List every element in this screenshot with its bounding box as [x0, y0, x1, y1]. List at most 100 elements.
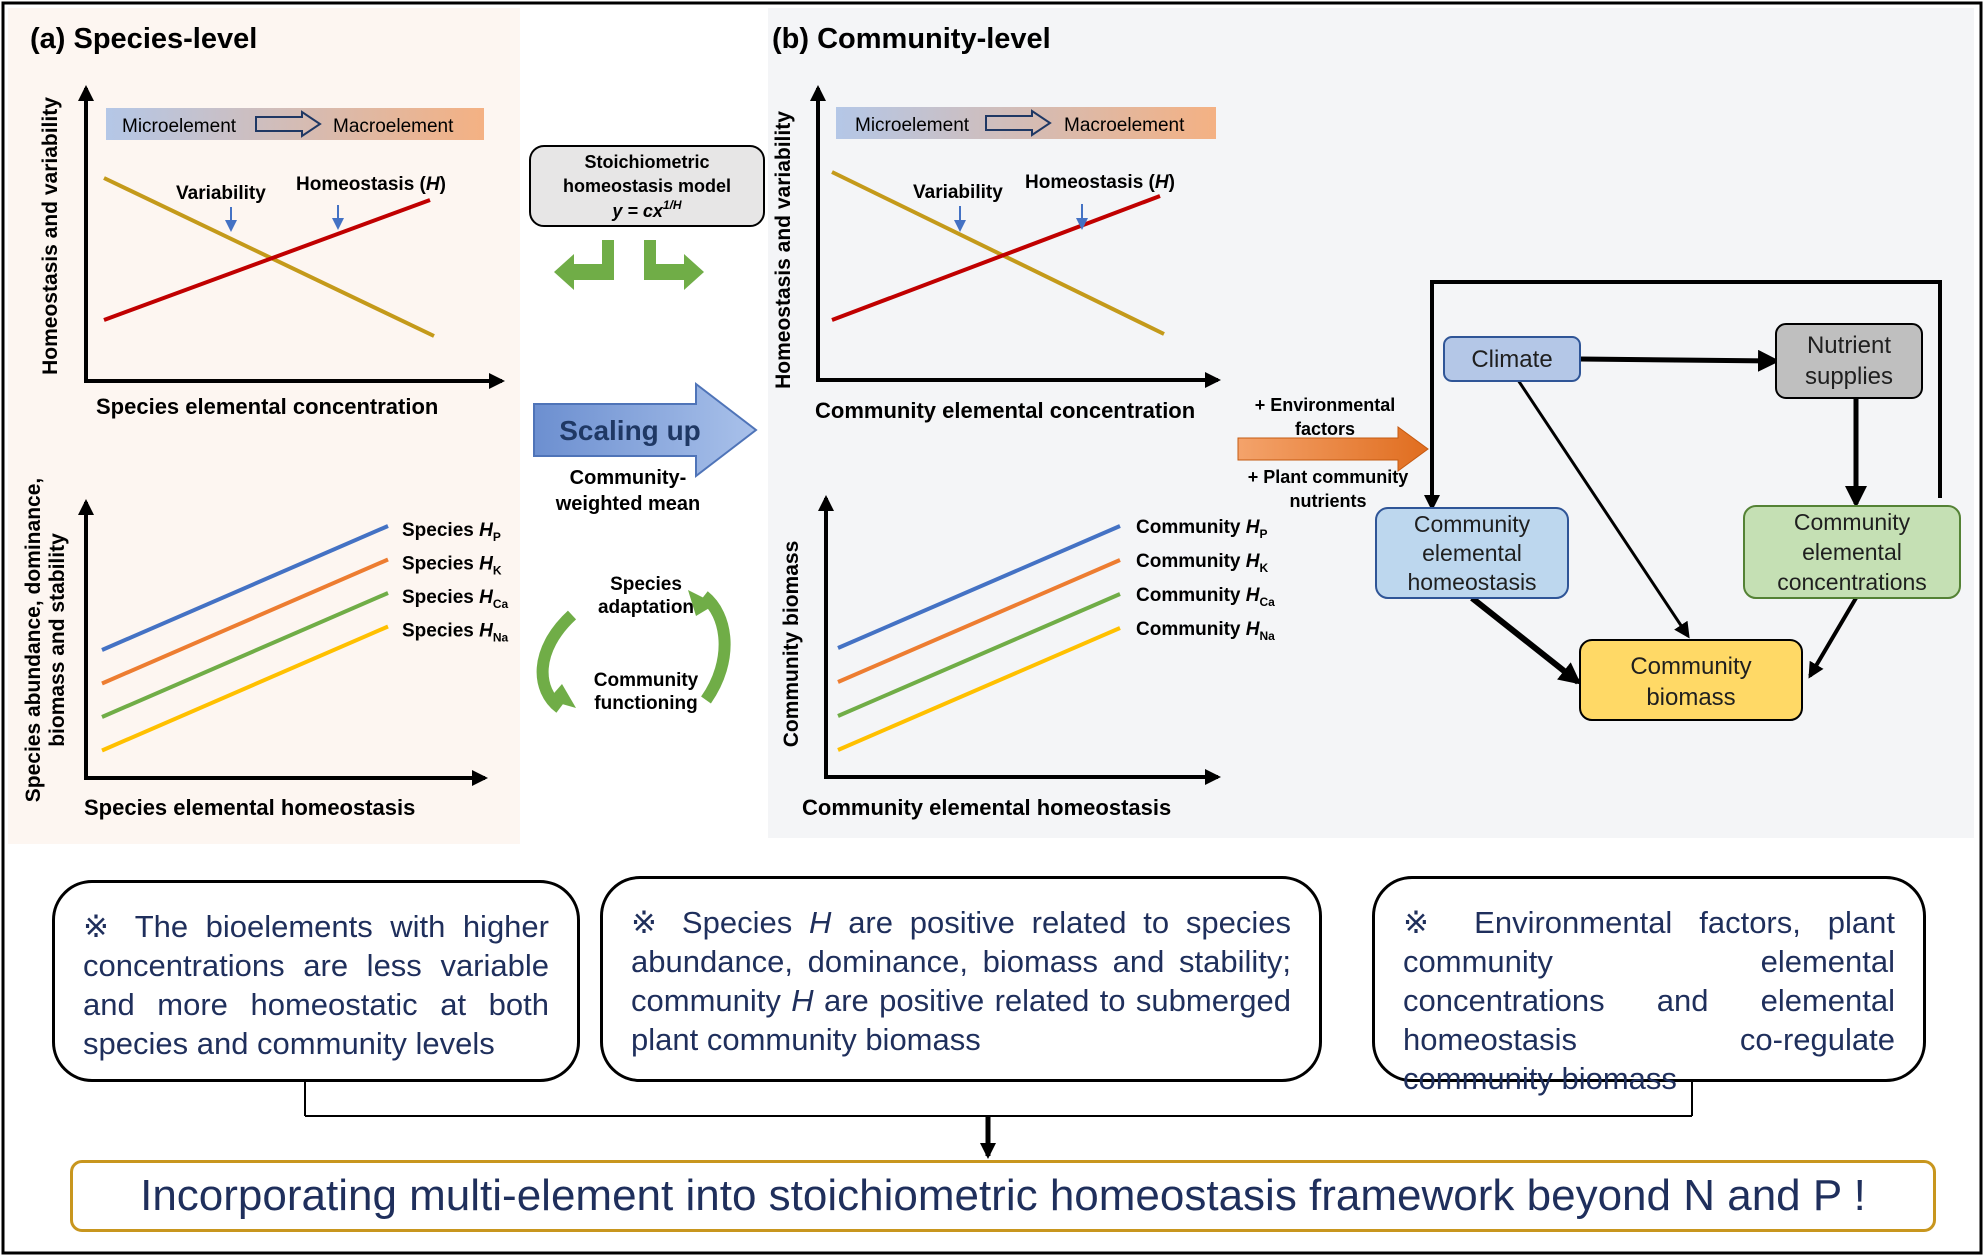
feedback-connector [1424, 280, 1942, 511]
plant-nutrients-line1: + Plant community [1248, 467, 1409, 487]
gradient-arrow-icon [985, 109, 1052, 137]
series-label-p: Community HP [1136, 517, 1268, 541]
concentration-box-line1: Community [1794, 509, 1911, 535]
cycle-right-arrowhead-icon [688, 590, 716, 616]
climate-to-nutrient-arrow [1579, 349, 1780, 372]
homeostasis-label: Homeostasis (H) [1025, 172, 1175, 193]
species-variability-chart: Homeostasis and variability Species elem… [39, 85, 505, 419]
series-line-k [837, 558, 1121, 684]
homeostasis-box-line2: elemental [1422, 540, 1522, 566]
biomass-line1: Community [1630, 653, 1751, 680]
cycle-bottom-line1: Community [594, 670, 699, 691]
biomass-line2: biomass [1646, 684, 1735, 711]
note-species-community-levels: ※ The bioelements with higher concentrat… [52, 880, 580, 1082]
community-variability-chart: Homeostasis and variability Community el… [772, 85, 1221, 423]
community-series-group: Community HP Community HK Community HCaCom… [837, 517, 1275, 752]
flow-connectors [1424, 280, 1942, 685]
note-homeostasis-relations: ※ Species H are positive related to spec… [600, 876, 1322, 1082]
climate-box: Climate [1443, 336, 1581, 382]
gradient-right-label: Macroelement [333, 116, 454, 137]
notes-connector [304, 1082, 1693, 1159]
model-box: Stoichiometric homeostasis model y = cx1… [529, 145, 765, 227]
species-homeostasis-chart: Species abundance, dominance, biomass an… [22, 478, 509, 820]
series-line-p [101, 524, 389, 652]
homeostasis-to-biomass-arrow [1470, 595, 1582, 685]
series-label-ca: Species HCa [402, 587, 509, 611]
gradient-left-label: Microelement [122, 116, 237, 137]
concentration-box-line2: elemental [1802, 539, 1902, 565]
series-line-p [837, 524, 1121, 650]
variability-line [831, 170, 1165, 336]
series-label-p: Species HP [402, 520, 501, 544]
x-axis-label: Species elemental concentration [96, 394, 438, 419]
cycle-left-arrowhead-icon [548, 684, 576, 708]
homeostasis-line [831, 194, 1161, 322]
environment-arrow-icon [1237, 426, 1429, 472]
homeostasis-line [103, 198, 431, 322]
elemental-concentrations-box: Community elemental concentrations [1743, 505, 1961, 599]
homeostasis-label: Homeostasis (H) [296, 174, 446, 195]
series-label-k: Species HK [402, 554, 502, 578]
nutrient-line1: Nutrient [1807, 332, 1891, 359]
conclusion-banner: Incorporating multi-element into stoichi… [70, 1160, 1936, 1232]
scaling-up-arrow-icon [533, 381, 758, 479]
variability-label: Variability [176, 183, 266, 204]
elemental-homeostasis-box: Community elemental homeostasis [1375, 507, 1569, 599]
variability-label: Variability [913, 182, 1003, 203]
cycle-top-line1: Species [610, 574, 682, 595]
cwm-line1: Community- [570, 467, 687, 489]
homeostasis-box-line3: homeostasis [1407, 569, 1536, 595]
green-right-arrow-icon [644, 240, 704, 290]
panel-b-title: (b) Community-level [772, 23, 1051, 55]
adaptation-cycle: Species adaptation Community functioning [536, 574, 731, 714]
series-line-na [837, 626, 1121, 752]
green-left-arrow-icon [554, 240, 614, 290]
model-line2: homeostasis model [563, 176, 731, 196]
series-line-ca [101, 591, 389, 719]
cycle-bottom-line2: functioning [594, 693, 697, 714]
panel-a-background [8, 8, 520, 844]
y-axis-label: Homeostasis and variability [772, 111, 795, 389]
concentration-box-line3: concentrations [1777, 569, 1927, 595]
gradient-left-label: Microelement [855, 115, 970, 136]
series-label-ca: Community HCa [1136, 585, 1275, 609]
env-factors-line2: factors [1295, 419, 1355, 439]
cycle-right-arc [699, 591, 731, 704]
env-factors-line1: + Environmental [1255, 395, 1396, 415]
element-gradient-bar [106, 108, 484, 140]
panel-a-title: (a) Species-level [30, 23, 257, 55]
x-axis-label: Community elemental concentration [815, 398, 1195, 423]
series-line-k [101, 557, 389, 686]
community-homeostasis-chart: Community biomass Community elemental ho… [780, 495, 1275, 820]
series-label-k: Community HK [1136, 551, 1269, 575]
y-axis-label-line2: biomass and stability [46, 533, 69, 747]
model-equation: y = cx1/H [611, 198, 682, 221]
cwm-line2: weighted mean [555, 493, 700, 515]
cycle-top-line2: adaptation [598, 597, 694, 618]
x-axis-label: Species elemental homeostasis [84, 795, 415, 820]
note-co-regulation: ※ Environmental factors, plant community… [1372, 876, 1926, 1096]
gradient-arrow-icon [255, 110, 322, 138]
community-biomass-box: Community biomass [1579, 639, 1803, 721]
x-axis-label: Community elemental homeostasis [802, 795, 1171, 820]
y-axis-label: Homeostasis and variability [39, 97, 62, 375]
model-line1: Stoichiometric [584, 152, 709, 172]
climate-label: Climate [1471, 346, 1552, 373]
series-label-na: Community HNa [1136, 619, 1275, 643]
climate-to-biomass-arrow [1516, 379, 1690, 639]
series-line-na [101, 624, 389, 753]
series-line-ca [837, 592, 1121, 718]
concentration-to-biomass-arrow [1808, 596, 1858, 679]
plant-nutrients-line2: nutrients [1289, 491, 1366, 511]
series-label-na: Species HNa [402, 621, 509, 645]
nutrient-supplies-box: Nutrient supplies [1775, 323, 1923, 399]
variability-line [103, 176, 435, 338]
homeostasis-box-line1: Community [1414, 511, 1531, 537]
y-axis-label-line1: Species abundance, dominance, [22, 478, 45, 802]
y-axis-label: Community biomass [780, 541, 803, 748]
gradient-right-label: Macroelement [1064, 115, 1185, 136]
scaling-up-label: Scaling up [559, 415, 701, 446]
